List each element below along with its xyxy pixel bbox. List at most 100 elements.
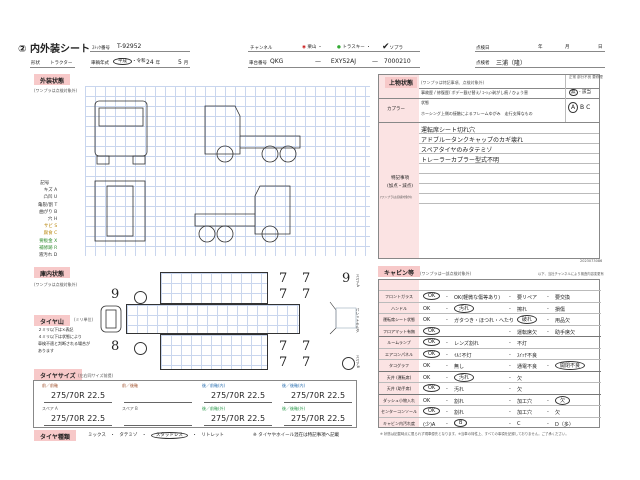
interior-title: 庫内状態 <box>34 267 71 278</box>
tread-rear-rr-in[interactable]: 7 <box>279 355 288 370</box>
cabin-option[interactable]: 欠 <box>555 410 561 416</box>
exterior-diagram[interactable] <box>85 86 370 256</box>
tire-diagram-middle[interactable] <box>126 304 300 334</box>
channel-kuriyama[interactable]: ◉ 栗山 ・ <box>302 45 323 50</box>
tread-note-3: あります <box>38 348 54 353</box>
tread-front-left-2[interactable] <box>134 291 147 304</box>
cabin-title: キャビン等 <box>378 266 421 277</box>
truck-outline-icon <box>94 100 301 243</box>
cabin-option[interactable]: 擦れ <box>517 306 528 313</box>
cabin-option[interactable]: 開閉不良 <box>555 361 586 370</box>
tread-front-right-2[interactable] <box>134 342 147 355</box>
cabin-option[interactable]: OK <box>423 363 431 369</box>
legend-item: 液汚れ D <box>38 252 57 259</box>
tread-rear-rr-out[interactable]: 7 <box>302 355 311 370</box>
channel-sopura[interactable]: ✔ソプラ <box>382 42 404 52</box>
cabin-option[interactable]: OK <box>423 326 441 335</box>
tire-size-value[interactable] <box>124 414 192 426</box>
cabin-option[interactable]: 欠 <box>517 387 523 393</box>
cabin-option[interactable]: C <box>517 420 521 427</box>
tread-spare-b[interactable] <box>342 357 355 370</box>
tire-size-value[interactable]: 275/70R 22.5 <box>204 391 272 403</box>
cabin-option[interactable]: OK <box>423 384 441 392</box>
cabin-option[interactable]: 欠 <box>517 375 523 382</box>
tread-rear-rl-out[interactable]: 7 <box>279 287 288 302</box>
cabin-option[interactable]: 加工穴 <box>517 410 533 416</box>
cabin-option[interactable]: 欠 <box>555 395 571 405</box>
cabin-option[interactable]: 運転席欠 <box>517 329 538 336</box>
separator: - <box>509 374 511 381</box>
cabin-option[interactable]: 要交換 <box>555 295 571 301</box>
cabin-option[interactable]: OK <box>423 338 441 346</box>
accident-values[interactable]: 無 - 該当 <box>569 89 591 96</box>
tread-front-left[interactable]: 9 <box>111 287 120 302</box>
tire-type-option[interactable]: ミックス <box>88 433 106 438</box>
legend-name: 補修跡 <box>39 245 53 251</box>
tire-size-value[interactable]: 275/70R 22.5 <box>44 391 112 403</box>
cabin-option[interactable]: ｲﾙﾐ不灯 <box>454 352 472 359</box>
cabin-option[interactable]: 破れ <box>517 315 538 324</box>
tread-rear-rl-in[interactable]: 7 <box>302 287 311 302</box>
tire-pos-label: スペア B <box>122 406 138 411</box>
cabin-option[interactable]: ガタつき・ほつれ・へたり <box>454 318 515 324</box>
cabin-option[interactable]: B <box>454 418 468 427</box>
cabin-option[interactable]: 割れ <box>454 398 465 405</box>
tire-size-value[interactable]: 275/70R 22.5 <box>284 414 352 426</box>
cabin-option[interactable]: 加工穴 <box>517 398 533 405</box>
tire-size-value[interactable]: 275/70R 22.5 <box>204 414 272 426</box>
tire-type-option[interactable]: リトレット <box>201 433 224 438</box>
cabin-option[interactable]: 通電不良 <box>517 364 538 370</box>
cabin-option[interactable]: OK <box>423 374 431 381</box>
reg-month-value: 5 <box>178 59 182 66</box>
tire-type-option[interactable]: スタッドレス <box>150 432 188 439</box>
era-selector[interactable]: 平成・令和 <box>113 58 146 65</box>
cabin-option[interactable]: OK(軽微な傷等あり) <box>454 295 501 301</box>
cabin-option[interactable]: OK <box>423 397 431 404</box>
cabin-footer: ※ 状態は記載時点に限られず現車優先となります。※当車の特性上、すべての事項を記… <box>380 432 569 436</box>
tire-size-value[interactable]: 275/70R 22.5 <box>44 414 112 426</box>
cabin-option[interactable]: 要リペア <box>517 295 538 301</box>
tread-front-right[interactable]: 8 <box>111 339 120 354</box>
cabin-option[interactable]: 用品欠 <box>555 318 571 324</box>
tire-size-value[interactable]: 275/70R 22.5 <box>284 391 352 403</box>
legend-item: 腐食 C <box>38 230 58 237</box>
tread-rear-fl-in[interactable]: 7 <box>302 271 311 286</box>
tire-diagram-top[interactable] <box>160 272 268 304</box>
coupler-values[interactable]: A B C <box>568 102 590 113</box>
cabin-option[interactable]: 汚れ <box>454 303 475 313</box>
cabin-option[interactable]: 割れ <box>454 410 465 416</box>
cabin-option[interactable]: OK <box>423 305 431 312</box>
tire-type-options[interactable]: ミックス ・ タテミゾ ・ スタッドレス ・ リトレット <box>88 432 224 439</box>
cabin-option[interactable]: OK <box>423 407 441 415</box>
tire-type-option[interactable]: タテミゾ <box>119 433 138 438</box>
cabin-option[interactable]: 助手席欠 <box>555 329 576 336</box>
cabin-option[interactable]: 汚れ <box>454 387 465 393</box>
cabin-option[interactable]: 損傷 <box>555 306 566 313</box>
cabin-option[interactable]: ｽｲｯﾁ不良 <box>517 352 538 359</box>
cabin-option[interactable]: (少)A <box>423 421 436 428</box>
tread-spare-a[interactable]: 9 <box>342 271 351 286</box>
cabin-option[interactable]: レンズ割れ <box>454 341 479 347</box>
tread-rear-fr-out[interactable]: 7 <box>302 339 311 354</box>
cabin-option[interactable]: 無し <box>454 364 465 370</box>
tire-size-value[interactable] <box>124 391 192 403</box>
tread-rear-fl-out[interactable]: 7 <box>279 271 288 286</box>
channel-label-0: 栗山 <box>307 45 317 50</box>
tire-diagram-bottom[interactable] <box>160 334 268 370</box>
cabin-option[interactable]: 汚れ <box>454 372 475 382</box>
cabin-option[interactable]: OK <box>423 349 441 358</box>
channel-trasky[interactable]: ● トラスキー ・ <box>337 45 371 50</box>
tread-rear-fr-in[interactable]: 7 <box>279 339 288 354</box>
cabin-option[interactable]: 不灯 <box>517 341 528 347</box>
cabin-option[interactable]: OK <box>423 292 441 300</box>
chassis-2-value: EXY52AJ <box>330 58 356 65</box>
cabin-option[interactable]: D（多） <box>555 421 574 428</box>
channel-label-2: ソプラ <box>389 46 404 51</box>
legend-code: U <box>53 195 58 201</box>
cabin-option[interactable]: OK <box>423 317 431 323</box>
tire-type-title: タイヤ種類 <box>34 430 76 441</box>
